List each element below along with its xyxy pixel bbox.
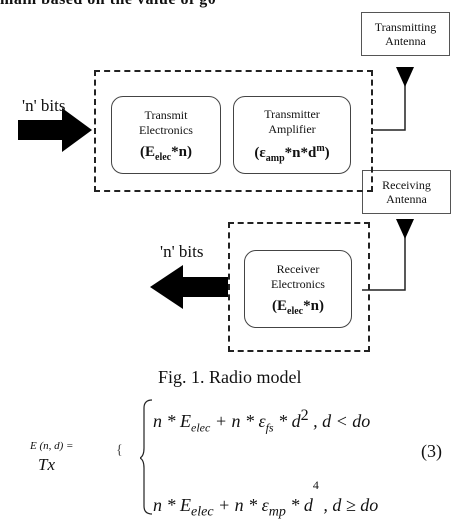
input-arrow <box>18 108 92 152</box>
receive-antenna-wire <box>362 235 406 291</box>
input-bits-label: 'n' bits <box>22 96 66 115</box>
formula-sub: amp <box>265 152 285 164</box>
transmit-antenna-icon <box>396 67 414 87</box>
formula-main: E <box>277 297 288 314</box>
formula-mid: *n*d <box>284 144 317 161</box>
receive-antenna-icon <box>396 219 414 239</box>
equation-number: (3) <box>421 441 442 461</box>
receiving-antenna-label-2: Antenna <box>386 192 427 206</box>
receiving-antenna-label-1: Receiving <box>382 178 431 192</box>
transmit-antenna-wire <box>372 85 406 131</box>
receiving-antenna-box: Receiving Antenna <box>362 170 451 214</box>
transmitting-antenna-label-2: Antenna <box>385 34 426 48</box>
line1-sub: elec <box>191 420 211 435</box>
cropped-header-text: m⁠ain based on the value of g0 ⁠ ⁠ <box>0 0 474 11</box>
receiver-electronics-formula: (Eelec*n) <box>272 297 324 317</box>
equation-line-1: n * Eelec + n * εfs * d2 , d < do <box>153 407 370 436</box>
transmit-electronics-formula: (Eelec*n) <box>140 143 192 163</box>
transmitter-amplifier-label-1: Transmitter <box>264 106 320 121</box>
formula-sup: m <box>316 142 325 154</box>
line1-sup: 2 <box>300 407 309 424</box>
line2-b: + n * ε <box>218 495 269 515</box>
receiver-electronics-label-1: Receiver <box>276 261 320 276</box>
output-bits-label: 'n' bits <box>160 242 204 261</box>
formula-tail: *n <box>171 143 187 160</box>
transmitter-amplifier-label-2: Amplifier <box>268 121 316 136</box>
receiver-electronics-label-2: Electronics <box>271 276 325 291</box>
transmitter-amplifier-formula: (εamp*n*dm) <box>254 142 330 164</box>
receiver-dashed-box <box>228 222 370 352</box>
line2-sub: elec <box>191 504 214 520</box>
line1-cond: , d < do <box>313 411 371 431</box>
line1-sub2: fs <box>265 420 274 435</box>
transmit-electronics-box: Transmit Electronics (Eelec*n) <box>111 96 221 174</box>
line2-cond: , d ≥ do <box>323 495 379 515</box>
equation-brace-small: { <box>116 443 123 458</box>
formula-tail: *n <box>303 297 319 314</box>
transmit-electronics-label-1: Transmit <box>144 107 188 122</box>
formula-main: E <box>145 143 156 160</box>
equation-big-brace <box>140 399 153 515</box>
transmitter-dashed-box <box>94 70 373 192</box>
transmitting-antenna-label-1: Transmitting <box>374 20 437 34</box>
equation-lhs-sub: Tx <box>38 455 55 474</box>
line2-a: n * E <box>153 495 191 515</box>
figure-caption: Fig. 1. Radio model <box>158 367 302 387</box>
transmitter-amplifier-box: Transmitter Amplifier (εamp*n*dm) <box>233 96 351 174</box>
lhs-args: (n, d) = <box>39 440 74 452</box>
transmitting-antenna-box: Transmitting Antenna <box>361 12 450 56</box>
line2-sup: 4 <box>312 478 319 492</box>
line1-b: + n * ε <box>214 411 266 431</box>
line2-c: * d <box>290 495 313 515</box>
transmit-electronics-label-2: Electronics <box>139 122 193 137</box>
lhs-main: E <box>30 440 37 452</box>
line2-sub2: mp <box>268 504 286 520</box>
output-arrow <box>150 265 228 309</box>
line1-a: n * E <box>153 411 191 431</box>
formula-sub: elec <box>287 305 304 317</box>
line1-c: * d <box>278 411 301 431</box>
equation-line-2: n * Eelec + n * εmp * d 4 , d ≥ do <box>153 478 378 521</box>
formula-main: ε <box>259 144 266 161</box>
receiver-electronics-box: Receiver Electronics (Eelec*n) <box>244 250 352 328</box>
formula-sub: elec <box>155 151 172 163</box>
equation-lhs: E (n, d) = <box>30 440 73 452</box>
